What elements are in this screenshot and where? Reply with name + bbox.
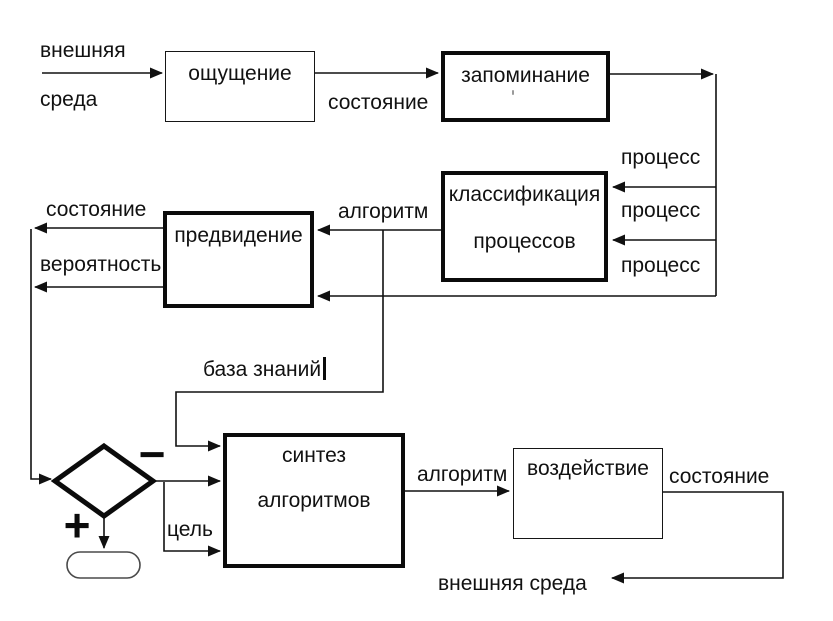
- box-classification: классификация процессов: [441, 171, 608, 282]
- box-synthesis-label-1: синтез: [281, 444, 347, 467]
- label-goal: цель: [167, 518, 213, 541]
- text-cursor: [323, 357, 326, 380]
- box-memorization: запоминание: [441, 51, 610, 122]
- box-action-label: воздействие: [527, 457, 649, 480]
- label-state-top: состояние: [328, 91, 429, 114]
- connector-left-to-diamond: [30, 229, 52, 485]
- label-algorithm-mid: алгоритм: [338, 200, 429, 223]
- box-prediction: предвидение: [163, 211, 314, 308]
- plus-sign: +: [63, 499, 91, 551]
- label-knowledge-base: база знаний: [203, 358, 322, 381]
- box-synthesis-label-2: алгоритмов: [257, 489, 371, 512]
- label-process-1: процесс: [621, 146, 701, 169]
- terminator-shape: [66, 551, 141, 579]
- stray-mark: [512, 90, 514, 95]
- box-memorization-label: запоминание: [461, 64, 590, 87]
- label-algorithm-bottom: алгоритм: [417, 463, 508, 486]
- label-external-env-bottom: внешняя среда: [438, 572, 587, 595]
- box-sensation-label: ощущение: [188, 62, 292, 85]
- label-external-env-top-1: внешняя: [40, 39, 126, 62]
- label-process-2: процесс: [621, 199, 701, 222]
- label-external-env-top-2: среда: [40, 88, 98, 111]
- connector-feedback-env: [611, 491, 784, 584]
- box-prediction-label: предвидение: [174, 224, 303, 247]
- box-classification-label-2: процессов: [473, 230, 576, 253]
- connector-goal: [163, 482, 221, 557]
- minus-sign: −: [138, 428, 166, 480]
- label-state-right: состояние: [669, 465, 770, 488]
- box-action: воздействие: [513, 448, 663, 539]
- box-synthesis: синтез алгоритмов: [223, 433, 405, 568]
- label-probability: вероятность: [40, 253, 162, 276]
- box-sensation: ощущение: [165, 51, 315, 122]
- box-classification-label-1: классификация: [448, 183, 601, 206]
- decision-diamond: [50, 442, 158, 520]
- label-state-left: состояние: [46, 198, 147, 221]
- connector-knowledge-base: [175, 230, 384, 452]
- label-process-3: процесс: [621, 254, 701, 277]
